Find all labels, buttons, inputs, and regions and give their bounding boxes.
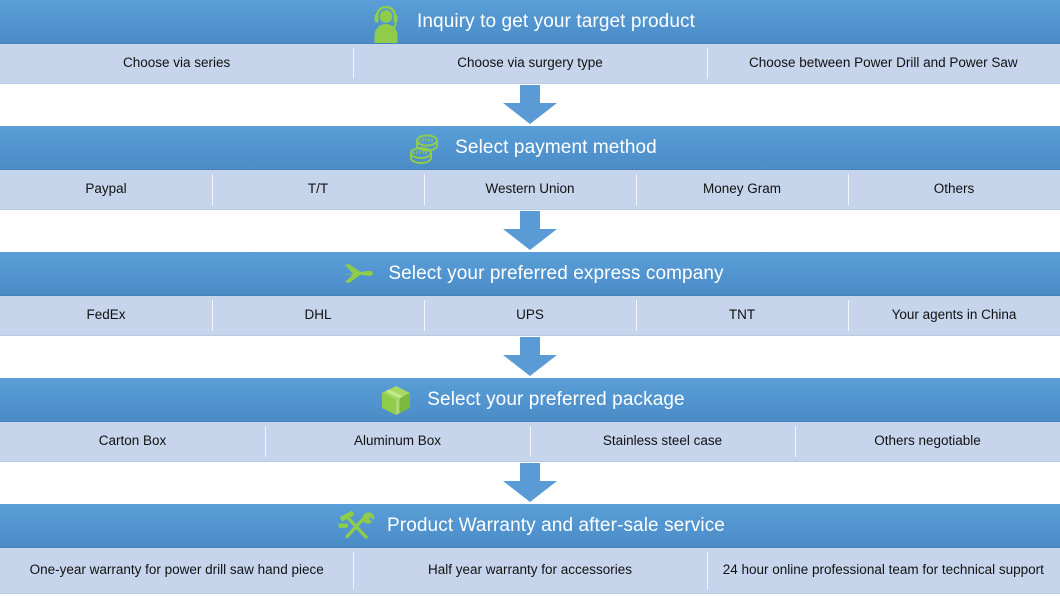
- step-header-inquiry: Inquiry to get your target product: [0, 0, 1060, 44]
- option-others-negotiable[interactable]: Others negotiable: [795, 422, 1060, 461]
- step-title-package: Select your preferred package: [427, 388, 685, 410]
- down-arrow-icon: [503, 463, 557, 502]
- option-tt[interactable]: T/T: [212, 170, 424, 209]
- step-header-express: Select your preferred express company: [0, 252, 1060, 296]
- option-24-hour-support[interactable]: 24 hour online professional team for tec…: [706, 548, 1060, 593]
- connector-arrow-1: [0, 84, 1060, 126]
- down-arrow-icon: [503, 211, 557, 250]
- option-dhl[interactable]: DHL: [212, 296, 424, 335]
- step-package: Select your preferred package Carton Box…: [0, 378, 1060, 462]
- down-arrow-icon: [503, 85, 557, 124]
- step-express: Select your preferred express company Fe…: [0, 252, 1060, 336]
- connector-arrow-2: [0, 210, 1060, 252]
- option-paypal[interactable]: Paypal: [85, 181, 127, 197]
- step-header-payment: Select payment method: [0, 126, 1060, 170]
- option-aluminum-box[interactable]: Aluminum Box: [265, 422, 530, 461]
- option-one-year-warranty[interactable]: One-year warranty for power drill saw ha…: [29, 562, 324, 578]
- step-title-express: Select your preferred express company: [388, 262, 724, 284]
- option-western-union[interactable]: Western Union: [424, 170, 636, 209]
- option-half-year-warranty[interactable]: Half year warranty for accessories: [353, 548, 706, 593]
- step-title-payment: Select payment method: [455, 136, 657, 158]
- step-header-warranty: Product Warranty and after-sale service: [0, 504, 1060, 548]
- step-options-payment: Paypal T/T Western Union Money Gram Othe…: [0, 170, 1060, 210]
- coins-stack-icon: [403, 127, 445, 169]
- airplane-icon: [336, 253, 378, 295]
- option-choose-power-drill-or-saw[interactable]: Choose between Power Drill and Power Saw: [706, 44, 1060, 83]
- option-stainless-steel-case[interactable]: Stainless steel case: [530, 422, 795, 461]
- option-money-gram[interactable]: Money Gram: [636, 170, 848, 209]
- option-tnt[interactable]: TNT: [636, 296, 848, 335]
- down-arrow-icon: [503, 337, 557, 376]
- step-title-warranty: Product Warranty and after-sale service: [387, 514, 725, 536]
- step-payment: Select payment method Paypal T/T Western…: [0, 126, 1060, 210]
- option-fedex[interactable]: FedEx: [86, 307, 126, 323]
- connector-arrow-3: [0, 336, 1060, 378]
- connector-arrow-4: [0, 462, 1060, 504]
- customer-support-headset-icon: [365, 1, 407, 43]
- option-ups[interactable]: UPS: [424, 296, 636, 335]
- option-others[interactable]: Others: [848, 170, 1060, 209]
- option-carton-box[interactable]: Carton Box: [98, 433, 167, 449]
- option-choose-via-series[interactable]: Choose via series: [123, 55, 231, 71]
- package-box-icon: [375, 379, 417, 421]
- step-options-inquiry: Choose via series Choose via surgery typ…: [0, 44, 1060, 84]
- step-warranty: Product Warranty and after-sale service …: [0, 504, 1060, 594]
- step-options-express: FedEx DHL UPS TNT Your agents in China: [0, 296, 1060, 336]
- step-options-package: Carton Box Aluminum Box Stainless steel …: [0, 422, 1060, 462]
- step-inquiry: Inquiry to get your target product Choos…: [0, 0, 1060, 84]
- option-choose-via-surgery-type[interactable]: Choose via surgery type: [353, 44, 706, 83]
- step-options-warranty: One-year warranty for power drill saw ha…: [0, 548, 1060, 594]
- hammer-wrench-tools-icon: [335, 505, 377, 547]
- step-header-package: Select your preferred package: [0, 378, 1060, 422]
- step-title-inquiry: Inquiry to get your target product: [417, 10, 695, 32]
- option-your-agents-in-china[interactable]: Your agents in China: [848, 296, 1060, 335]
